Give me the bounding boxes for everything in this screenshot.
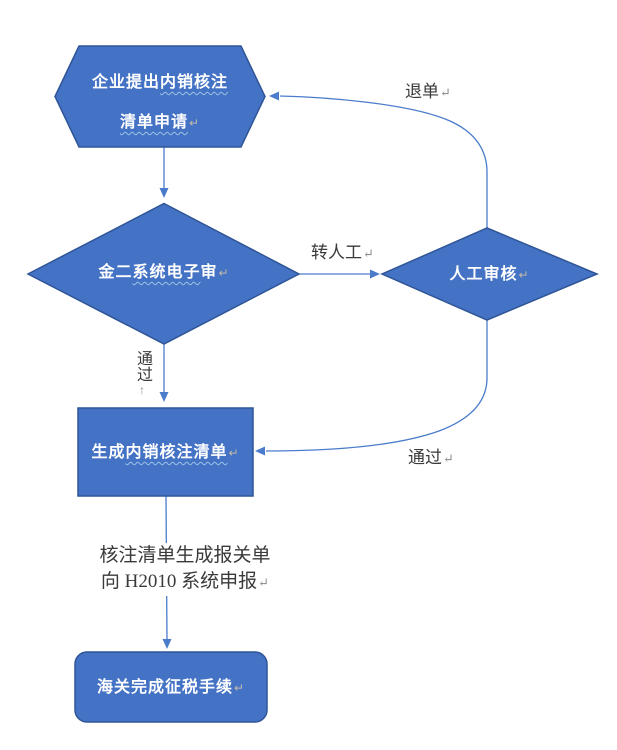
arrowhead-ereview-to-manual <box>370 269 380 279</box>
declare-note-return-mark: ↵ <box>258 575 270 590</box>
arrowhead-ereview-pass-to-generate <box>159 392 169 402</box>
manual-review-return-mark: ↵ <box>518 268 530 282</box>
ereview-return-mark: ↵ <box>218 266 230 280</box>
hexagon-node-apply <box>54 45 266 148</box>
manual-review-text: 人工审核 <box>449 266 518 283</box>
edge-label-pass-manual: 通过↵ <box>408 449 454 468</box>
arrowhead-apply-to-ereview <box>159 188 169 198</box>
pass-vertical-return-mark: ↑ <box>135 383 149 397</box>
diamond-node-ereview <box>26 202 301 345</box>
edge-label-pass-vertical: 通过↑ <box>133 350 151 397</box>
edge-label-return-order: 退单↵ <box>405 83 451 102</box>
node-label-generate-list: 生成内销核注清单↵ <box>78 443 253 463</box>
arrowhead-manual-pass-to-generate <box>255 446 265 456</box>
rect-node-generate-list <box>77 407 254 497</box>
return-order-return-mark: ↵ <box>440 85 451 100</box>
customs-tax-text: 海关完成征税手续 <box>96 679 233 696</box>
generate-list-wavy: 内销核注清单 <box>125 444 228 461</box>
customs-tax-return-mark: ↵ <box>233 681 246 695</box>
node-label-ereview: 金二系统电子审↵ <box>33 263 295 283</box>
ereview-pre: 金二 <box>98 264 133 281</box>
apply-line1-wavy: 内销核注 <box>160 74 229 91</box>
node-label-apply-line1: 企业提出内销核注 <box>60 73 260 93</box>
pass-manual-return-mark: ↵ <box>443 451 454 466</box>
declare-note-line1-text: 核注清单生成报关单 <box>99 545 271 566</box>
connector-manual-return-to-apply <box>279 95 488 228</box>
return-order-text: 退单 <box>405 82 439 101</box>
generate-list-return-mark: ↵ <box>228 446 240 460</box>
node-label-manual-review: 人工审核↵ <box>382 265 597 285</box>
to-manual-text: 转人工 <box>311 243 362 262</box>
pass-manual-text: 通过 <box>408 448 442 467</box>
arrowhead-manual-return-to-apply <box>269 91 279 101</box>
declare-note-line1: 核注清单生成报关单 <box>84 543 286 569</box>
node-label-customs-tax: 海关完成征税手续↵ <box>75 678 267 698</box>
generate-list-pre: 生成 <box>91 444 126 461</box>
apply-return-mark: ↵ <box>188 116 201 130</box>
declare-note-paragraph: 核注清单生成报关单 向 H2010 系统申报↵ <box>84 543 286 596</box>
ereview-post: 审 <box>200 264 218 281</box>
edge-label-to-manual: 转人工↵ <box>311 244 374 263</box>
apply-line1-pre: 企业提出 <box>91 74 160 91</box>
connector-manual-pass-to-generate <box>265 320 488 452</box>
rounded-rect-node-customs-tax <box>74 651 268 723</box>
apply-line2-wavy: 清单申请 <box>119 114 188 131</box>
to-manual-return-mark: ↵ <box>363 246 374 261</box>
declare-note-line2-text: 向 H2010 系统申报 <box>100 571 258 592</box>
declare-note-line2: 向 H2010 系统申报↵ <box>84 569 286 596</box>
node-label-apply-line2: 清单申请↵ <box>60 113 260 133</box>
arrowhead-generate-to-customs <box>162 639 172 649</box>
diamond-node-manual-review <box>380 227 599 321</box>
pass-vertical-text: 通过 <box>134 350 151 382</box>
ereview-wavy: 系统电子 <box>132 264 201 281</box>
